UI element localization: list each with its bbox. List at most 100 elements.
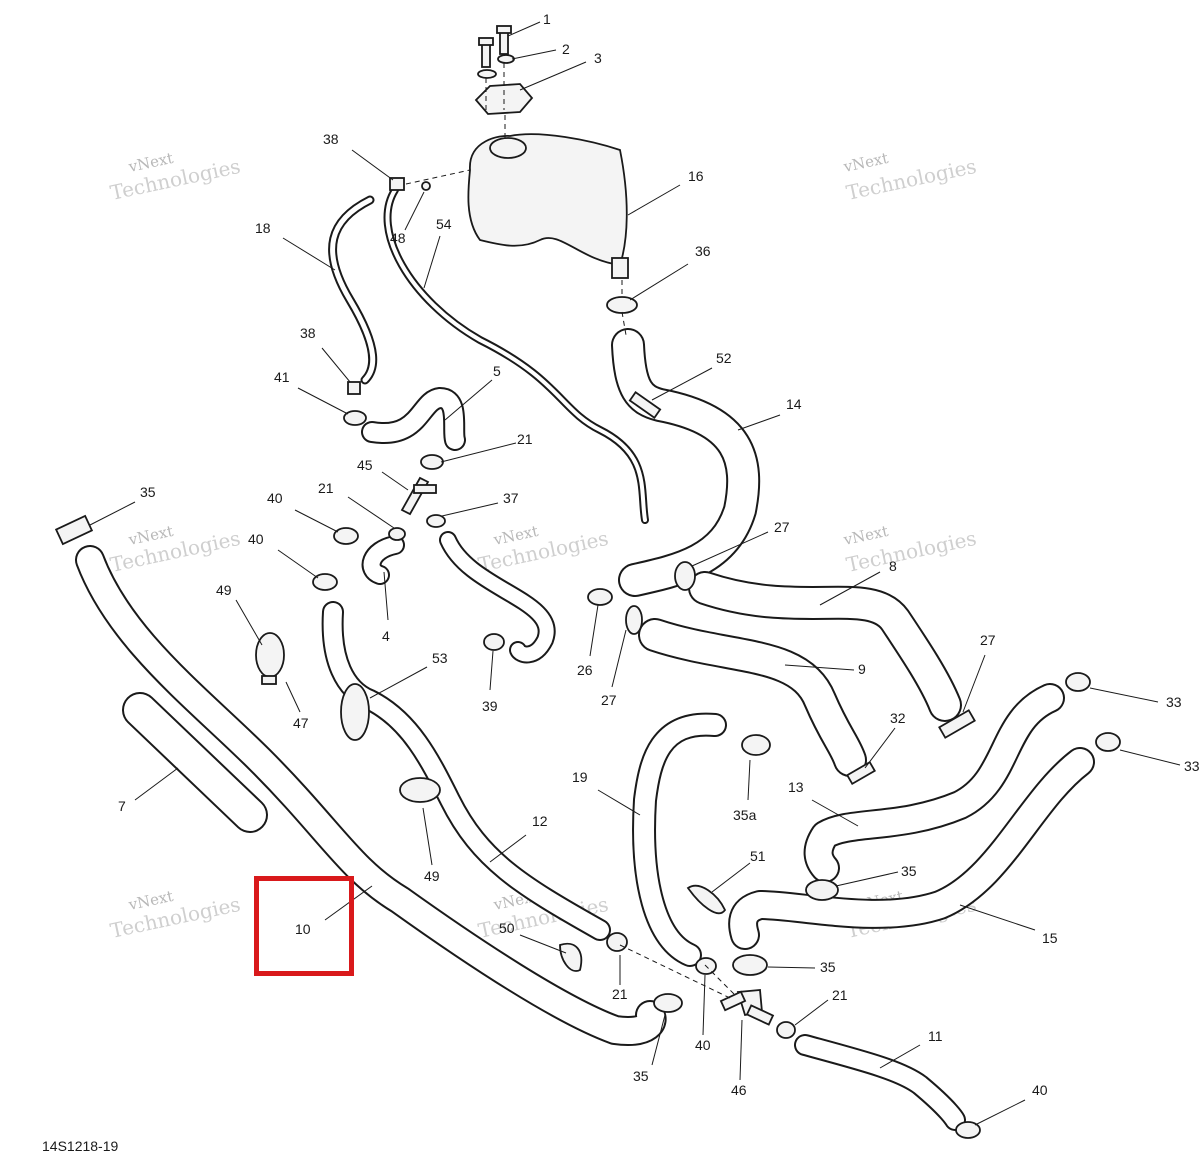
callout-label: 36: [695, 243, 711, 259]
clamp-21-part: [776, 1021, 796, 1039]
clamp-21-part: [420, 454, 444, 470]
clamp-35-part: [54, 514, 94, 546]
callout-label: 49: [424, 868, 440, 884]
callout-label: 26: [577, 662, 593, 678]
callout-label: 54: [436, 216, 452, 232]
callout-label: 35: [901, 863, 917, 879]
callout-label: 45: [357, 457, 373, 473]
callout-label: 48: [390, 230, 406, 246]
tank-neck-part: [489, 137, 527, 159]
callout-label: 27: [774, 519, 790, 535]
clamp-21-part: [606, 932, 628, 952]
bolt-head-part: [478, 37, 494, 46]
callout-label: 32: [890, 710, 906, 726]
clamp-40-part: [333, 527, 359, 545]
hoses: [75, 186, 1095, 1131]
callout-label: 19: [572, 769, 588, 785]
callout-label: 12: [532, 813, 548, 829]
callout-label: 35: [820, 959, 836, 975]
washer-part: [497, 54, 515, 64]
callout-label: 35a: [733, 807, 757, 823]
fitting-48-part: [421, 181, 431, 191]
clamp-35a-part: [741, 734, 771, 756]
callout-label: 33: [1184, 758, 1200, 774]
assembly-line: [621, 311, 627, 336]
callout-label: 5: [493, 363, 501, 379]
callout-label: 39: [482, 698, 498, 714]
assembly-line: [405, 169, 471, 185]
callout-label: 50: [499, 920, 515, 936]
callout-label: 27: [601, 692, 617, 708]
clamp-36-part: [606, 296, 638, 314]
tee-fitting-45-part: [400, 476, 430, 516]
clamp-33-part: [1095, 732, 1121, 752]
callout-label: 21: [832, 987, 848, 1003]
clamp-35-part: [805, 879, 839, 901]
callout-label: 1: [543, 11, 551, 27]
clamp-27-part: [674, 561, 696, 591]
callout-label: 9: [858, 661, 866, 677]
callout-label: 38: [323, 131, 339, 147]
callout-label: 35: [633, 1068, 649, 1084]
callout-label: 13: [788, 779, 804, 795]
tee-branch-46-part: [745, 1004, 775, 1026]
callout-label: 21: [318, 480, 334, 496]
clamp-32-part: [846, 760, 876, 786]
callout-label: 8: [889, 558, 897, 574]
clamp-40-part: [955, 1121, 981, 1139]
callout-label: 41: [274, 369, 290, 385]
callout-label: 33: [1166, 694, 1182, 710]
washer-part: [477, 69, 497, 79]
strap-buckle-part: [261, 675, 277, 685]
callout-label: 52: [716, 350, 732, 366]
clamp-27-part: [938, 709, 976, 739]
callout-label: 2: [562, 41, 570, 57]
callout-label: 49: [216, 582, 232, 598]
clamp-27-part: [625, 605, 643, 635]
callout-label: 10: [295, 921, 311, 937]
callout-label: 37: [503, 490, 519, 506]
callout-label: 40: [267, 490, 283, 506]
strap-51-part: [686, 885, 727, 915]
callout-label: 16: [688, 168, 704, 184]
clamp-41-part: [343, 410, 367, 426]
drawing-code: 14S1218-19: [42, 1138, 119, 1154]
clamp-38-part: [389, 177, 405, 191]
strap-49-part: [255, 632, 285, 678]
callout-label: 15: [1042, 930, 1058, 946]
strap-53-part: [340, 683, 370, 741]
clamp-26-part: [587, 588, 613, 606]
callout-label: 21: [517, 431, 533, 447]
callout-label: 38: [300, 325, 316, 341]
strap-49-part: [399, 777, 441, 803]
clamp-39-part: [483, 633, 505, 651]
clamp-37-part: [426, 514, 446, 528]
clamp-35-part: [732, 954, 768, 976]
clamp-21-part: [388, 527, 406, 541]
callout-label: 35: [140, 484, 156, 500]
callout-label: 40: [1032, 1082, 1048, 1098]
callout-label: 27: [980, 632, 996, 648]
callout-label: 51: [750, 848, 766, 864]
callout-label: 18: [255, 220, 271, 236]
strap-50-part: [559, 942, 583, 972]
callout-label: 40: [248, 531, 264, 547]
part-highlight-box: [254, 876, 354, 976]
tank-outlet-part: [611, 257, 629, 279]
watermark-text: vNext: [841, 149, 890, 176]
clamp-35-part: [653, 993, 683, 1013]
leader-lines: [89, 21, 1181, 1126]
parts: [54, 25, 1121, 1139]
callout-label: 7: [118, 798, 126, 814]
callout-labels: 1 2 3 38 16 18 54 48 36 38 41 5 52 14 21…: [118, 11, 1200, 1098]
fitting-38-part: [347, 381, 361, 395]
callout-label: 3: [594, 50, 602, 66]
callout-label: 4: [382, 628, 390, 644]
callout-label: 47: [293, 715, 309, 731]
bolt-head-part: [496, 25, 512, 34]
callout-label: 14: [786, 396, 802, 412]
clamp-33-part: [1065, 672, 1091, 692]
callout-label: 53: [432, 650, 448, 666]
clamp-40-part: [312, 573, 338, 591]
